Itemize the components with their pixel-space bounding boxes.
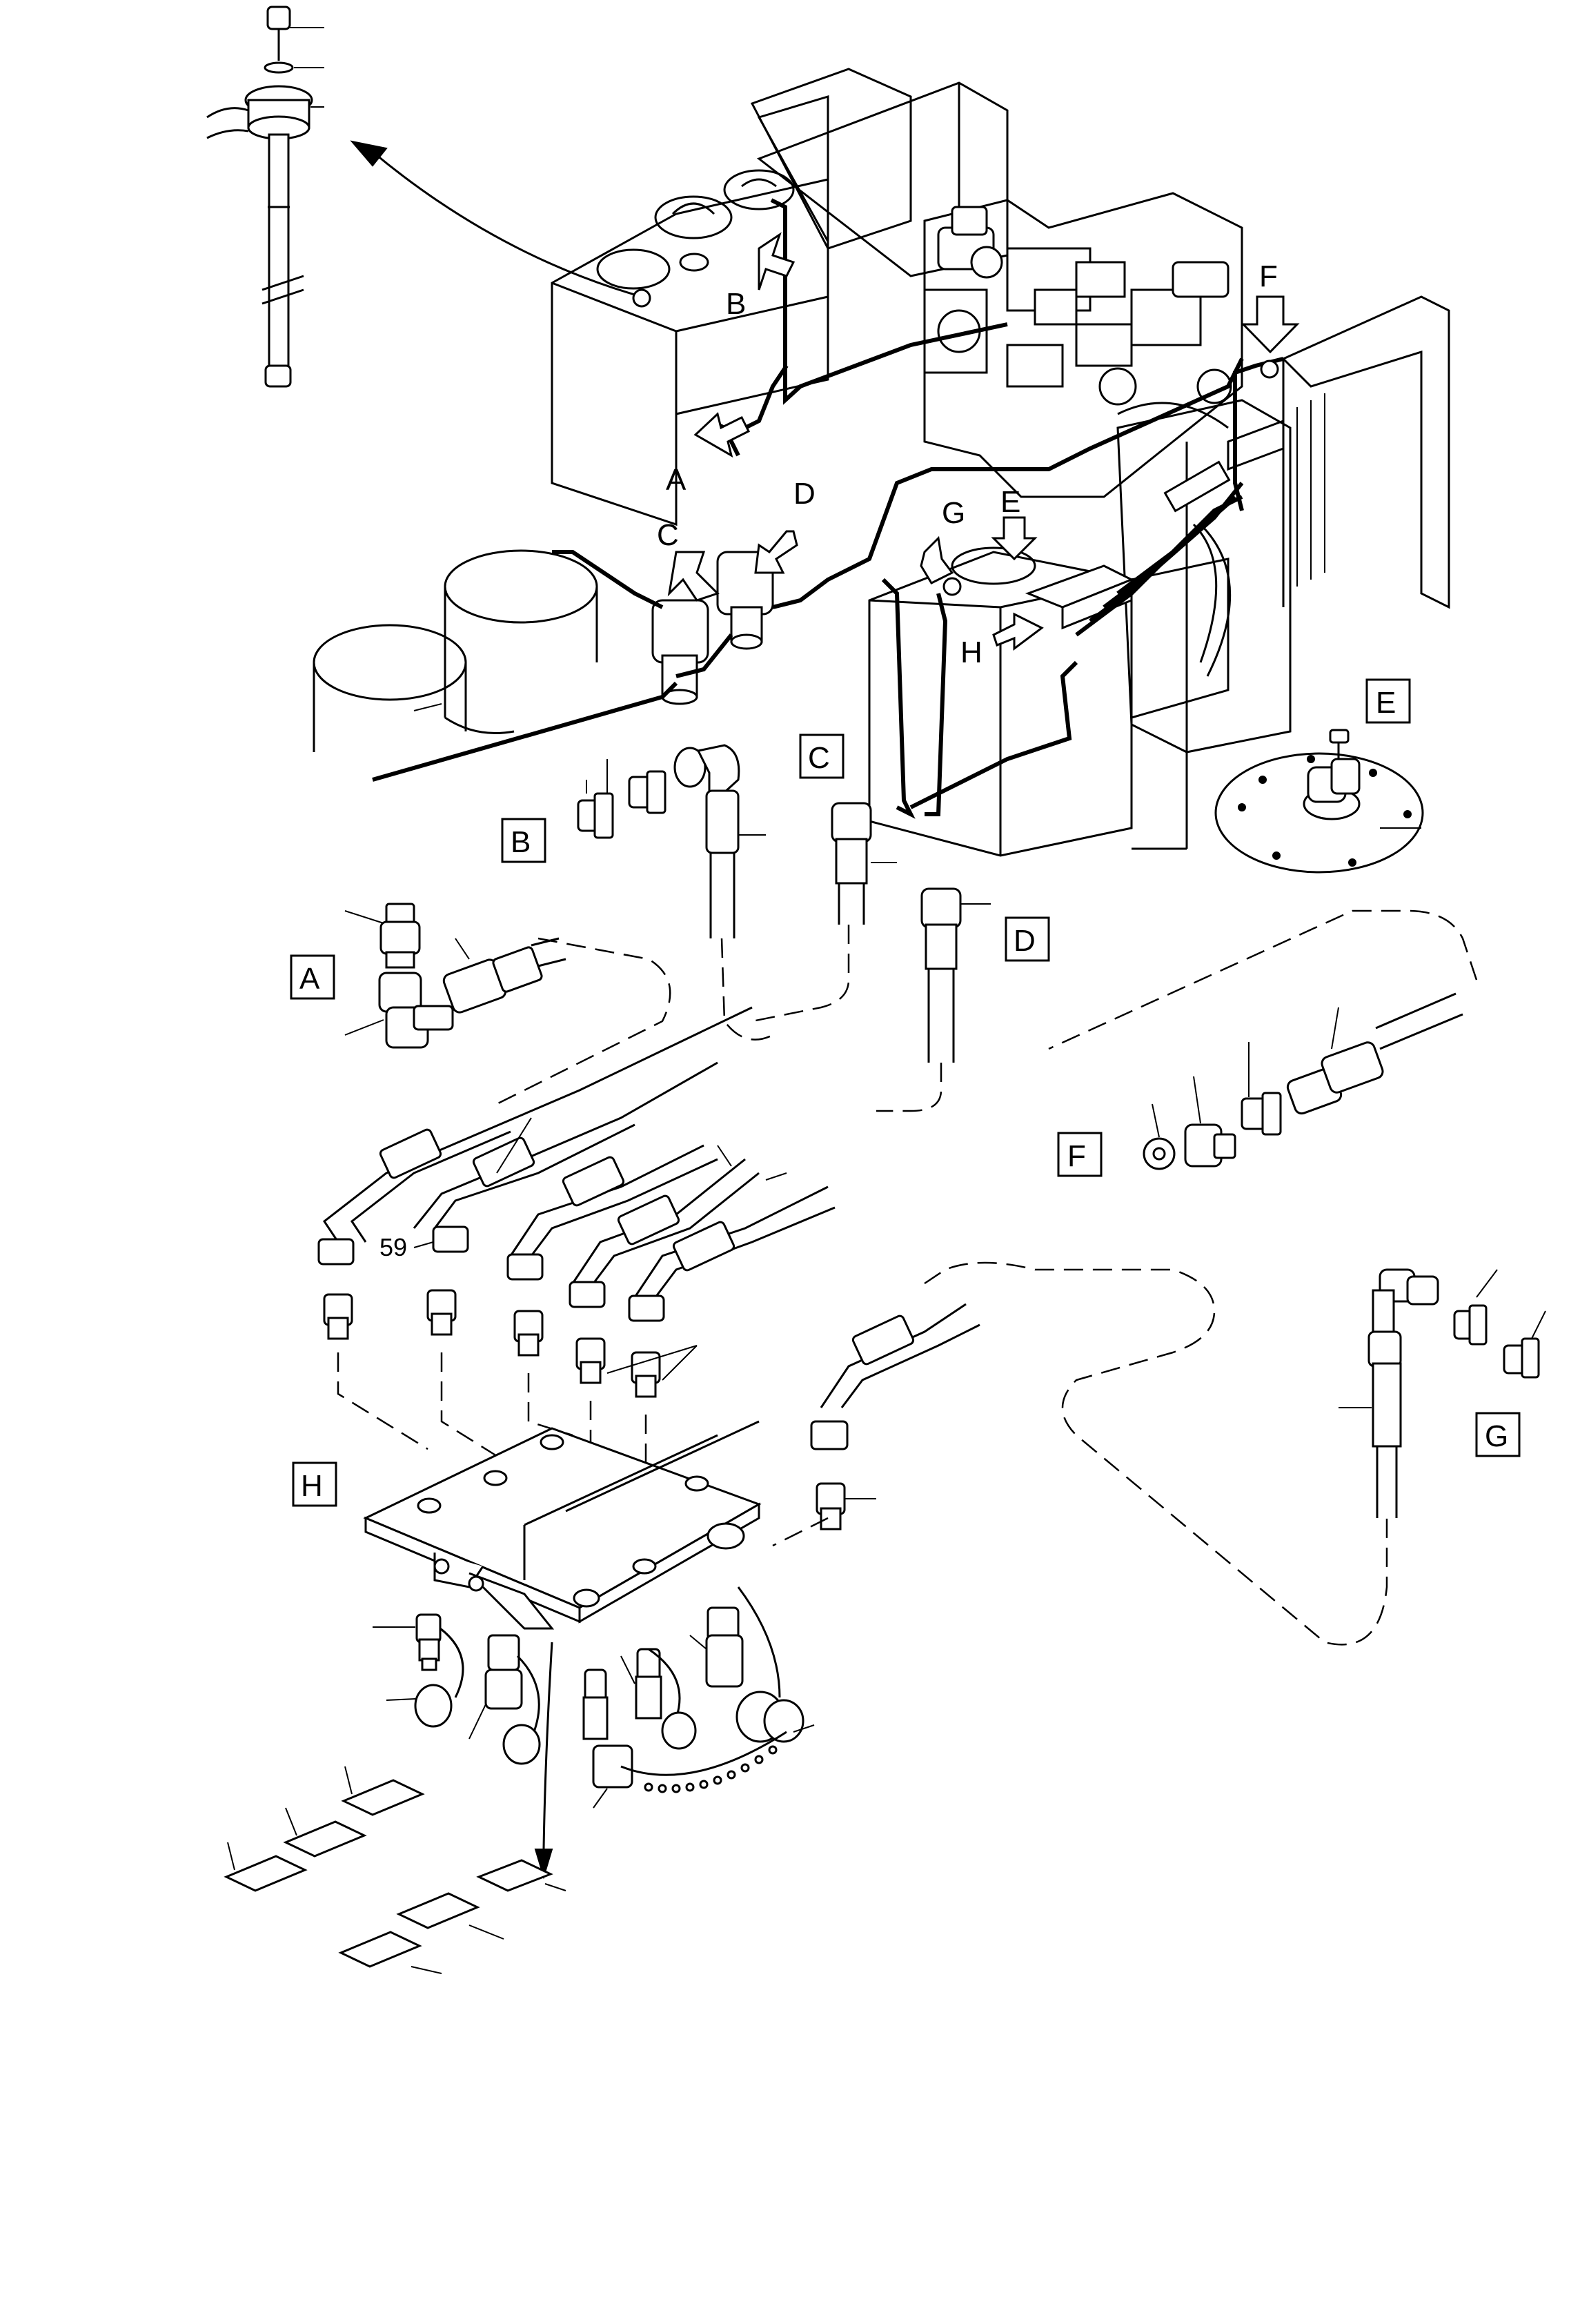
detail-label-C: C <box>808 741 830 775</box>
callout-letter-D: D <box>793 477 816 511</box>
line-filters <box>651 551 774 705</box>
detail-A-fittings <box>344 903 566 1049</box>
detail-label-H: H <box>301 1469 323 1503</box>
fuel-tank <box>868 546 1230 857</box>
quick-couplers <box>373 1586 815 1880</box>
detail-C-fitting <box>831 802 897 925</box>
detail-box-C: C <box>799 733 845 779</box>
callout-letter-F: F <box>1259 259 1278 293</box>
part-number-59: 59 <box>379 1233 434 1261</box>
hose-bundle <box>317 1006 980 1530</box>
decal-plates <box>224 1766 566 1974</box>
detail-H-manifold <box>363 1420 762 1630</box>
callout-letter-H: H <box>960 636 982 669</box>
detail-label-A: A <box>299 962 320 996</box>
detail-box-D: D <box>1005 916 1050 962</box>
callout-letter-G: G <box>942 496 965 530</box>
detail-G-fittings <box>1339 1268 1546 1518</box>
detail-label-B: B <box>511 825 531 859</box>
detail-D-fitting <box>920 887 991 1063</box>
machine-frame <box>551 68 1450 609</box>
part-number-59-label: 59 <box>379 1233 407 1261</box>
callout-letter-B: B <box>726 287 746 321</box>
cylinder-tanks <box>313 549 598 752</box>
detail-F-fittings <box>1143 992 1463 1170</box>
callout-letter-E: E <box>1000 485 1020 519</box>
detail-box-G: G <box>1475 1412 1521 1457</box>
callout-letter-A: A <box>666 463 687 497</box>
detail-label-E: E <box>1376 686 1396 720</box>
detail-label-D: D <box>1014 924 1036 958</box>
callout-arrows <box>667 232 1300 651</box>
detail-label-F: F <box>1067 1139 1086 1173</box>
callout-letters: A B C D E F G H <box>657 259 1278 669</box>
detail-label-G: G <box>1485 1419 1508 1453</box>
detail-B-fittings <box>577 744 766 938</box>
callout-letter-C: C <box>657 518 679 552</box>
detail-box-B: B <box>501 818 546 863</box>
detail-box-A: A <box>290 954 335 1000</box>
detail-E-cover <box>1214 729 1424 874</box>
dipstick-assembly <box>206 6 651 388</box>
detail-box-E: E <box>1365 678 1411 724</box>
detail-box-F: F <box>1057 1132 1103 1177</box>
routed-hoses <box>372 198 1284 819</box>
detail-box-H: H <box>292 1461 337 1507</box>
